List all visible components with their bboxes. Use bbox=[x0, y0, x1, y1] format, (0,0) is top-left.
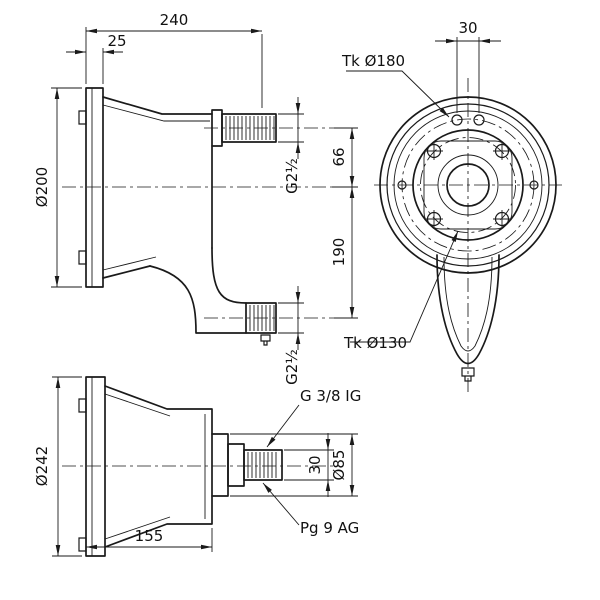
dim-dia242-extensions bbox=[52, 376, 82, 557]
outlet-nub-front bbox=[461, 367, 475, 382]
bolt-circle-180 bbox=[401, 118, 535, 252]
pg9-leader bbox=[262, 482, 300, 526]
screw-centermarks bbox=[425, 142, 511, 228]
lower-cone-top bbox=[104, 385, 213, 435]
bolt-hole-top-right bbox=[473, 114, 485, 126]
cone-bottom-edge bbox=[102, 265, 151, 279]
outlet-pear-outline bbox=[436, 254, 500, 365]
fitting-thread-hatch bbox=[247, 452, 277, 478]
view-side-lower: Ø242 30 Ø85 G 3/8 IG Pg 9 AG 155 bbox=[33, 376, 361, 557]
label-tk130: Tk Ø130 bbox=[343, 230, 459, 352]
dim-155-label: 155 bbox=[135, 527, 164, 545]
flange-clips bbox=[78, 110, 87, 265]
thread-bottom-label: G2½ bbox=[283, 349, 301, 385]
drain-nub bbox=[260, 334, 271, 346]
elbow-outlet bbox=[149, 247, 277, 346]
fitting-threaded-stub bbox=[243, 449, 283, 481]
pot-opening-circle bbox=[412, 129, 524, 241]
cone-bottom-inner bbox=[102, 256, 157, 271]
flange-outline bbox=[85, 87, 104, 288]
dim-dia85-label: Ø85 bbox=[330, 450, 348, 481]
dim-190-label: 190 bbox=[330, 238, 348, 267]
dim-30-front: 30 bbox=[435, 19, 501, 113]
dim-30-lower-extensions bbox=[284, 449, 334, 481]
tk130-label: Tk Ø130 bbox=[343, 334, 407, 352]
bolt-holes-outer bbox=[397, 114, 539, 190]
conduit-fitting bbox=[211, 433, 283, 497]
hub-circle bbox=[437, 154, 499, 216]
bottom-port-thread-hatch bbox=[249, 305, 275, 331]
label-thread-bottom-port: G2½ bbox=[278, 286, 304, 385]
housing-body bbox=[102, 96, 213, 279]
flange-circle-step bbox=[386, 103, 550, 267]
label-g38: G 3/8 IG bbox=[266, 387, 361, 448]
g38-label: G 3/8 IG bbox=[300, 387, 361, 405]
dim-66-label: 66 bbox=[330, 147, 348, 166]
dim-dia200-extensions bbox=[51, 87, 82, 288]
label-tk180: Tk Ø180 bbox=[341, 52, 450, 118]
dim-190: 190 bbox=[330, 187, 358, 319]
dim-dia85-extensions bbox=[230, 433, 358, 497]
label-thread-top-port: G2½ bbox=[278, 97, 304, 194]
dim-155: 155 bbox=[86, 527, 213, 552]
lower-flange-clips bbox=[78, 398, 87, 552]
cone-top-inner bbox=[102, 104, 210, 122]
flange-circle-outer bbox=[379, 96, 557, 274]
elbow-inner-curve bbox=[211, 247, 247, 304]
top-port bbox=[211, 109, 277, 147]
bolt-hole-right bbox=[529, 180, 539, 190]
dim-30-lower-label: 30 bbox=[306, 455, 324, 474]
outlet-pear-inner bbox=[443, 256, 493, 352]
dim-25: 25 bbox=[66, 32, 127, 84]
dim-240: 240 bbox=[85, 11, 263, 108]
dim-dia242: Ø242 bbox=[33, 376, 82, 557]
lower-flange-outline bbox=[85, 376, 106, 557]
lower-cone-bottom bbox=[104, 495, 213, 548]
dim-240-extensions bbox=[85, 27, 263, 108]
bolt-hole-left bbox=[397, 180, 407, 190]
dim-dia200: Ø200 bbox=[33, 87, 82, 288]
pg9-label: Pg 9 AG bbox=[300, 519, 359, 537]
thread-top-label: G2½ bbox=[283, 158, 301, 194]
bottom-port-pipe bbox=[245, 302, 277, 334]
g38-leader bbox=[266, 404, 300, 448]
dim-dia200-label: Ø200 bbox=[33, 167, 51, 207]
dim-30-lower: 30 bbox=[284, 433, 334, 497]
view-front: 30 Tk Ø180 Tk Ø130 bbox=[341, 19, 562, 394]
dim-dia85: Ø85 bbox=[230, 433, 358, 497]
dim-30-front-label: 30 bbox=[458, 19, 477, 37]
top-port-pipe bbox=[221, 113, 277, 143]
view-side-upper: 240 25 Ø200 66 190 G2½ bbox=[33, 11, 358, 385]
lower-body bbox=[104, 385, 213, 548]
label-pg9: Pg 9 AG bbox=[262, 482, 359, 537]
flange-circle-inner bbox=[393, 110, 543, 260]
elbow-outer-curve bbox=[149, 265, 247, 334]
lower-flange bbox=[78, 376, 106, 557]
lamp-outlet-front bbox=[436, 254, 500, 382]
bolt-circle-130 bbox=[420, 137, 516, 233]
housing-flange bbox=[78, 87, 104, 288]
dim-66: 66 bbox=[330, 127, 358, 188]
lower-cone-inner bbox=[104, 393, 171, 540]
dim-240-label: 240 bbox=[160, 11, 189, 29]
tk180-leader bbox=[346, 70, 450, 118]
dim-30-front-extensions bbox=[456, 37, 480, 113]
tk130-leader bbox=[350, 230, 459, 343]
center-hole bbox=[446, 163, 490, 207]
fitting-boss bbox=[211, 433, 229, 497]
dim-25-label: 25 bbox=[107, 32, 126, 50]
niche-square-outline bbox=[423, 140, 513, 230]
top-port-thread-hatch bbox=[225, 116, 275, 140]
tk180-label: Tk Ø180 bbox=[341, 52, 405, 70]
fitting-collar bbox=[227, 443, 245, 487]
screws-inner bbox=[425, 142, 511, 228]
bolt-hole-top-left bbox=[451, 114, 463, 126]
cone-top-edge bbox=[102, 96, 213, 115]
dim-dia242-label: Ø242 bbox=[33, 446, 51, 486]
